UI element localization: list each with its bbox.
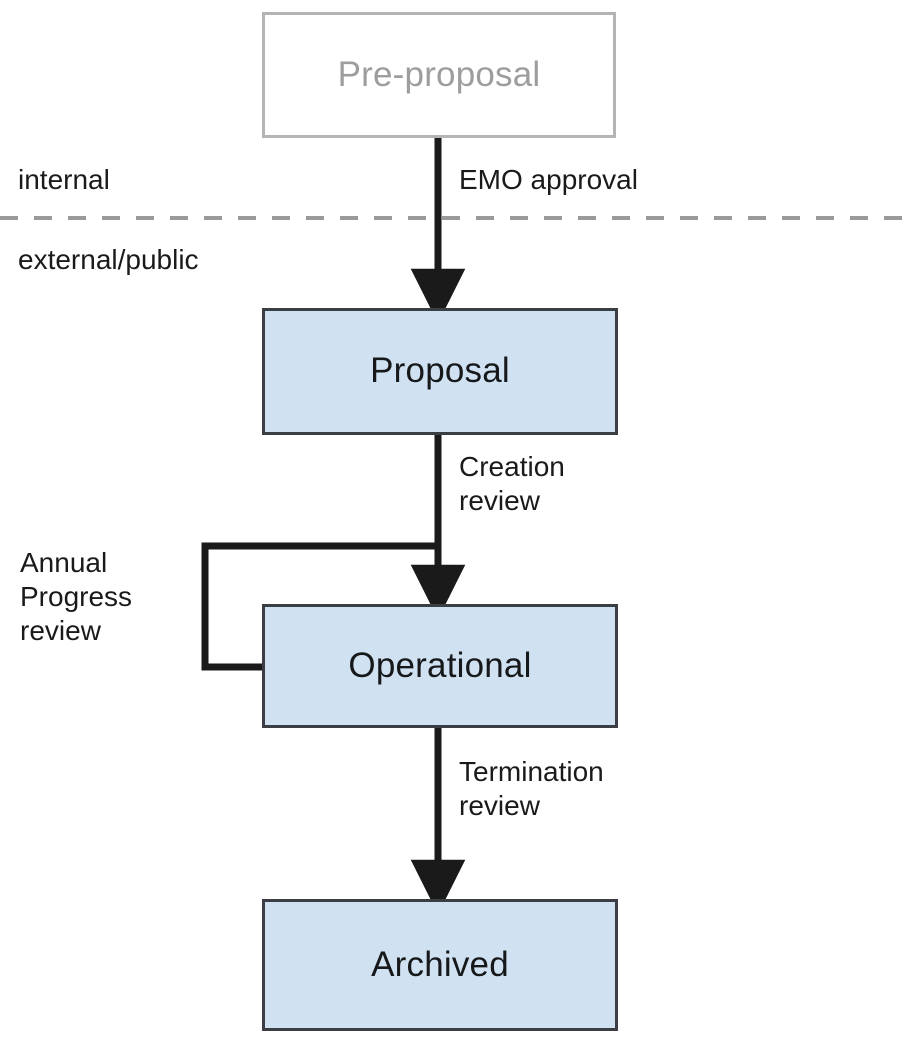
node-pre-proposal[interactable]: Pre-proposal bbox=[262, 12, 616, 138]
edge-label-emo-approval: EMO approval bbox=[459, 164, 638, 195]
edge-operational-self-loop bbox=[201, 542, 438, 671]
node-pre-proposal-label: Pre-proposal bbox=[337, 54, 541, 94]
node-archived-label: Archived bbox=[371, 944, 509, 984]
edge-label-termination-review: Termination review bbox=[459, 756, 604, 822]
edge-label-annual-progress-review: Annual Progress review bbox=[20, 547, 133, 647]
node-proposal-label: Proposal bbox=[370, 351, 510, 391]
zone-label-internal: internal bbox=[18, 164, 110, 195]
edge-label-creation-review: Creation review bbox=[459, 451, 565, 517]
node-proposal[interactable]: Proposal bbox=[262, 308, 618, 435]
node-operational[interactable]: Operational bbox=[262, 604, 618, 728]
zone-label-external-public: external/public bbox=[18, 244, 199, 275]
node-archived[interactable]: Archived bbox=[262, 899, 618, 1031]
node-operational-label: Operational bbox=[348, 645, 532, 685]
